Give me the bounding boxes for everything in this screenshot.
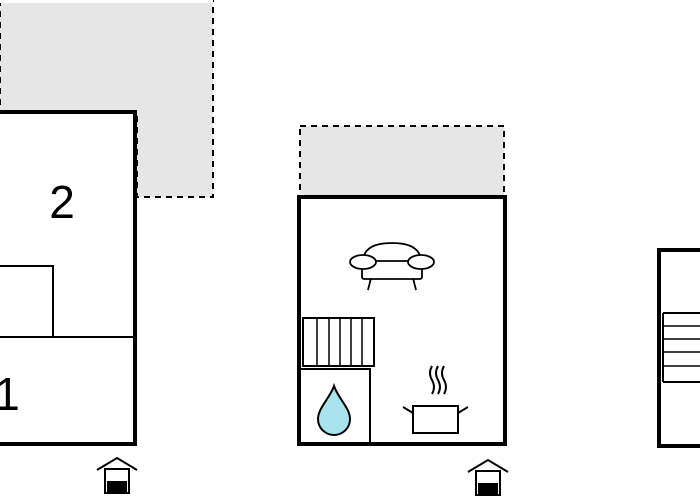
room-label-1: 1 xyxy=(0,368,20,420)
water-drop-icon xyxy=(316,382,352,436)
stairs-icon xyxy=(302,317,375,367)
entrance-house-icon xyxy=(467,458,509,496)
entrance-house-icon xyxy=(96,456,138,494)
room-label-2: 2 xyxy=(49,176,75,228)
closet-outline xyxy=(0,265,54,337)
building-outline xyxy=(0,110,137,446)
cooking-pot-icon xyxy=(402,365,469,434)
bathroom-wall xyxy=(301,368,371,444)
floor-left: 2 1 xyxy=(0,0,214,494)
floor-middle xyxy=(297,125,509,496)
terrace-area xyxy=(299,125,505,197)
floor-right xyxy=(657,248,700,448)
sofa-icon xyxy=(349,242,435,291)
building-outline xyxy=(657,248,700,448)
stairs-icon xyxy=(662,312,700,383)
